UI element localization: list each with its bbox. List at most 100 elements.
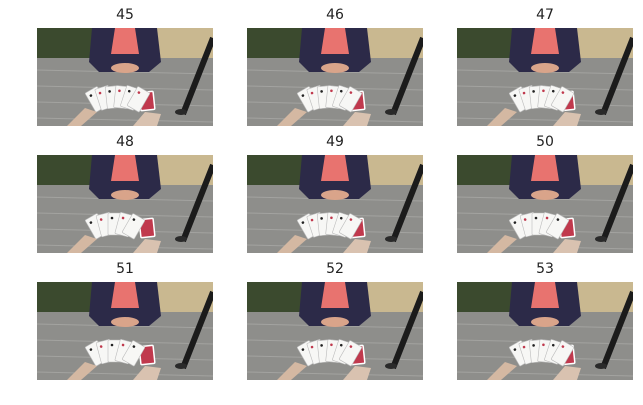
card-pip bbox=[513, 94, 517, 97]
pole-base bbox=[595, 236, 607, 242]
opponent-hands bbox=[321, 63, 349, 73]
frame-image bbox=[457, 282, 633, 380]
card-pip bbox=[551, 89, 555, 93]
playing-card bbox=[339, 213, 362, 240]
player-left-hand bbox=[277, 108, 307, 126]
frame-image bbox=[37, 155, 213, 253]
card-pip bbox=[523, 218, 527, 221]
card-pip bbox=[301, 348, 305, 351]
frame-title: 48 bbox=[116, 134, 134, 150]
opponent-hands bbox=[321, 190, 349, 200]
card-pip bbox=[532, 90, 535, 93]
player-right-hand bbox=[553, 239, 581, 253]
pole-base bbox=[175, 363, 187, 369]
opponent-hands bbox=[531, 63, 559, 73]
hand-of-cards bbox=[85, 212, 145, 240]
player-left-hand bbox=[487, 108, 517, 126]
card-pip bbox=[132, 345, 136, 348]
playing-card bbox=[127, 86, 150, 113]
card-pip bbox=[551, 343, 555, 347]
card-pip bbox=[556, 218, 560, 221]
playing-card bbox=[546, 213, 569, 240]
frame-image bbox=[457, 155, 633, 253]
pole-base bbox=[595, 363, 607, 369]
card-pip bbox=[89, 94, 93, 97]
pole-base bbox=[595, 109, 607, 115]
opponent-hands bbox=[111, 317, 139, 327]
playing-card bbox=[339, 86, 362, 113]
card-pip bbox=[542, 89, 545, 93]
card-pip bbox=[108, 90, 111, 93]
card-pip bbox=[320, 344, 323, 347]
card-pip bbox=[339, 89, 343, 93]
opponent-shirt bbox=[531, 155, 559, 181]
player-right-hand bbox=[133, 366, 161, 380]
opponent-hands bbox=[111, 190, 139, 200]
hand-of-cards bbox=[297, 212, 362, 240]
opponent-shirt bbox=[531, 282, 559, 308]
hand-of-cards bbox=[509, 85, 574, 113]
frame-image bbox=[457, 28, 633, 126]
umbrella-pole bbox=[390, 163, 423, 243]
pole-base bbox=[175, 236, 187, 242]
umbrella-pole bbox=[180, 36, 213, 116]
card-pip bbox=[513, 221, 517, 224]
frame-title: 50 bbox=[536, 134, 554, 150]
umbrella-pole bbox=[600, 163, 633, 243]
umbrella-pole bbox=[600, 290, 633, 370]
frame-title: 46 bbox=[326, 7, 344, 23]
frame-title: 49 bbox=[326, 134, 344, 150]
card-pip bbox=[121, 216, 125, 220]
hand-of-cards bbox=[509, 339, 574, 367]
hand-of-cards bbox=[85, 339, 145, 367]
card-pip bbox=[561, 91, 565, 94]
card-pip bbox=[320, 90, 323, 93]
card-pip bbox=[561, 345, 565, 348]
player-right-hand bbox=[133, 112, 161, 126]
frame-image bbox=[37, 28, 213, 126]
card-game-scene bbox=[37, 28, 213, 126]
card-pip bbox=[349, 91, 353, 94]
opponent-hands bbox=[531, 317, 559, 327]
card-pip bbox=[320, 217, 323, 220]
card-game-scene bbox=[247, 155, 423, 253]
card-pip bbox=[89, 348, 93, 351]
card-game-scene bbox=[247, 282, 423, 380]
card-pip bbox=[542, 343, 545, 347]
umbrella-pole bbox=[390, 290, 423, 370]
player-left-hand bbox=[487, 362, 517, 380]
playing-card bbox=[122, 340, 145, 367]
player-left-hand bbox=[277, 235, 307, 253]
umbrella-pole bbox=[180, 163, 213, 243]
pole-base bbox=[385, 236, 397, 242]
card-pip bbox=[339, 216, 343, 220]
frame-title: 52 bbox=[326, 261, 344, 277]
card-pip bbox=[349, 218, 353, 221]
card-pip bbox=[98, 91, 102, 95]
card-pip bbox=[339, 343, 343, 347]
card-game-scene bbox=[37, 155, 213, 253]
card-pip bbox=[118, 89, 121, 93]
card-game-scene bbox=[247, 28, 423, 126]
card-pip bbox=[301, 94, 305, 97]
frame-title: 53 bbox=[536, 261, 554, 277]
playing-card bbox=[122, 213, 145, 240]
frame-title: 47 bbox=[536, 7, 554, 23]
card-pip bbox=[127, 89, 131, 93]
card-pip bbox=[545, 216, 549, 220]
player-right-hand bbox=[343, 366, 371, 380]
opponent-shirt bbox=[111, 155, 139, 181]
pole-base bbox=[385, 109, 397, 115]
player-right-hand bbox=[343, 239, 371, 253]
card-pip bbox=[330, 216, 333, 220]
hand-of-cards bbox=[297, 339, 362, 367]
player-right-hand bbox=[553, 366, 581, 380]
hand-of-cards bbox=[297, 85, 362, 113]
player-right-hand bbox=[553, 112, 581, 126]
playing-card bbox=[551, 340, 574, 367]
umbrella-pole bbox=[600, 36, 633, 116]
card-pip bbox=[522, 345, 526, 349]
frame-image bbox=[247, 28, 423, 126]
playing-card bbox=[551, 86, 574, 113]
player-left-hand bbox=[67, 362, 97, 380]
